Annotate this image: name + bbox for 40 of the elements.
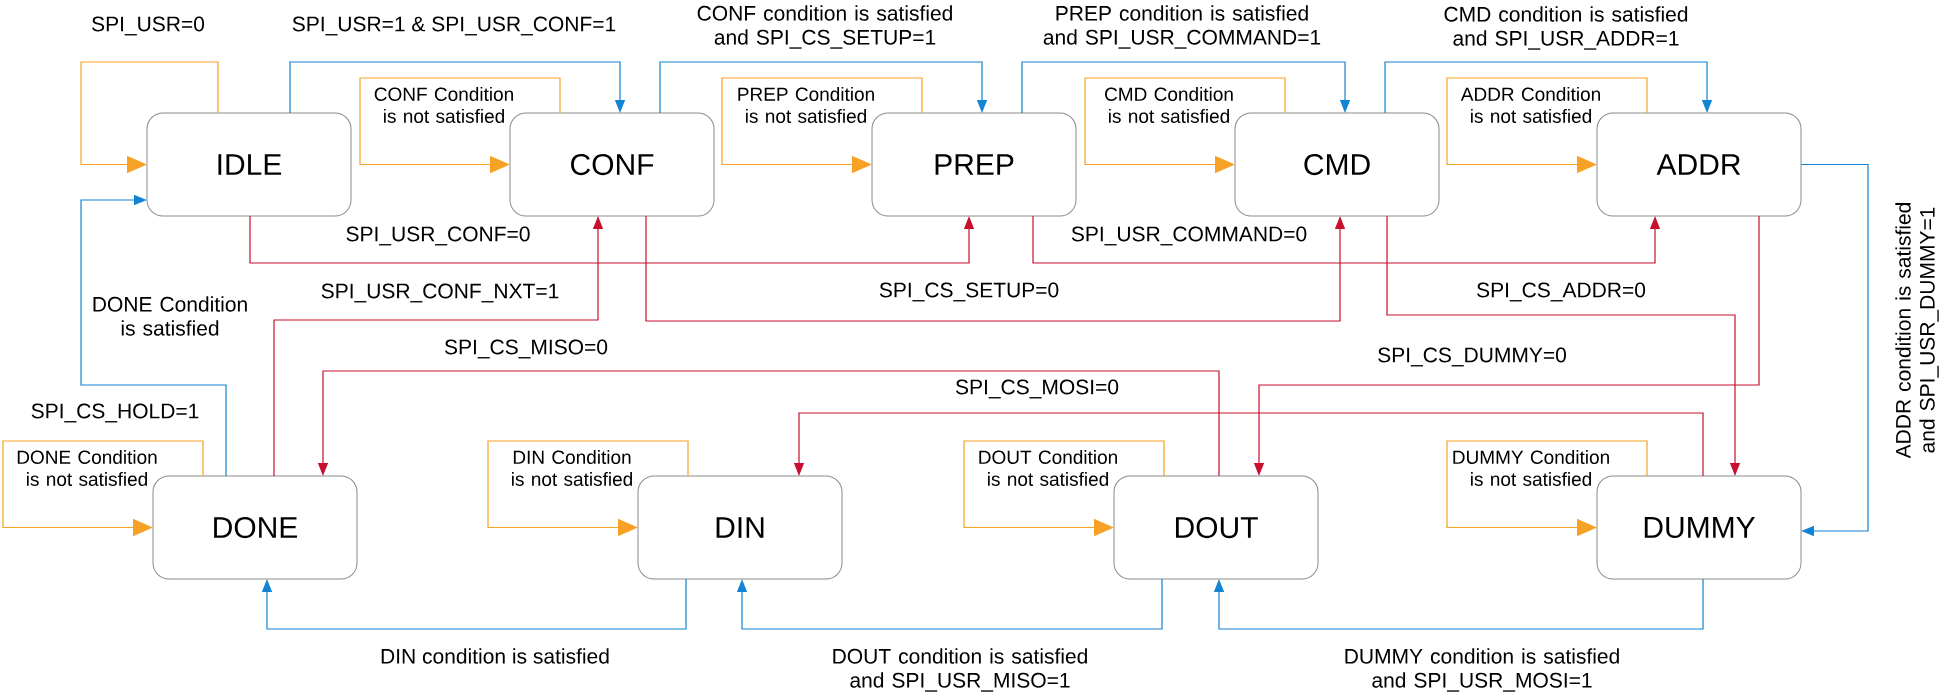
edge-label: SPI_USR_CONF_NXT=1 <box>321 283 559 303</box>
arrow <box>261 578 687 630</box>
edge-label: DIN Condition is not satisfied <box>512 450 632 486</box>
state-box: CONF <box>509 112 715 217</box>
edge-label: SPI_CS_MISO=0 <box>444 339 608 359</box>
edge-label: CMD Condition is not satisfied <box>1105 87 1233 123</box>
state-box: DOUT <box>1113 475 1319 580</box>
edge-label: CMD condition is satisfied and SPI_USR_ADDR=1 <box>1444 6 1688 50</box>
arrow <box>1384 61 1713 114</box>
edge-label: SPI_USR_CONF=0 <box>346 226 530 246</box>
edge-label: SPI_USR=1 & SPI_USR_CONF=1 <box>292 16 616 36</box>
state-box: DIN <box>637 475 843 580</box>
edge-label: SPI_USR_COMMAND=0 <box>1071 226 1307 246</box>
edge-label: SPI_CS_DUMMY=0 <box>1378 347 1566 367</box>
state-box: ADDR <box>1596 112 1802 217</box>
condition-label: SPI_CS_HOLD=1 <box>31 403 199 423</box>
arrow <box>1021 61 1351 114</box>
edge-label: DONE Condition is satisfied <box>93 296 247 336</box>
arrow <box>80 194 227 477</box>
edge-label: SPI_USR=0 <box>92 16 205 36</box>
edge-label: PREP Condition is not satisfied <box>738 87 874 123</box>
edge-label: SPI_CS_ADDR=0 <box>1477 282 1646 302</box>
edge-label: ADDR condition is satisfied and SPI_USR_DUMMY=1 <box>1895 203 1939 459</box>
edge-label: DOUT condition is satisfied and SPI_USR_MISO=1 <box>833 648 1087 692</box>
state-box: CMD <box>1234 112 1440 217</box>
edge-label: SPI_CS_MOSI=0 <box>955 379 1119 399</box>
arrow <box>289 61 626 114</box>
edge-label: DIN condition is satisfied <box>381 648 609 664</box>
arrow <box>736 578 1163 630</box>
arrow <box>659 61 988 114</box>
state-box: IDLE <box>146 112 352 217</box>
arrow <box>1800 163 1869 537</box>
edge-label: PREP condition is satisfied and SPI_USR_COMMAND=1 <box>1043 5 1321 49</box>
arrow <box>1213 578 1704 630</box>
state-box: PREP <box>871 112 1077 217</box>
edge-label: CONF condition is satisfied and SPI_CS_SETUP=1 <box>697 5 952 49</box>
edge-label: DUMMY condition is satisfied and SPI_USR_MOSI=1 <box>1345 648 1619 692</box>
state-box: DUMMY <box>1596 475 1802 580</box>
state-box: DONE <box>152 475 358 580</box>
edge-label: SPI_CS_SETUP=0 <box>879 282 1059 302</box>
